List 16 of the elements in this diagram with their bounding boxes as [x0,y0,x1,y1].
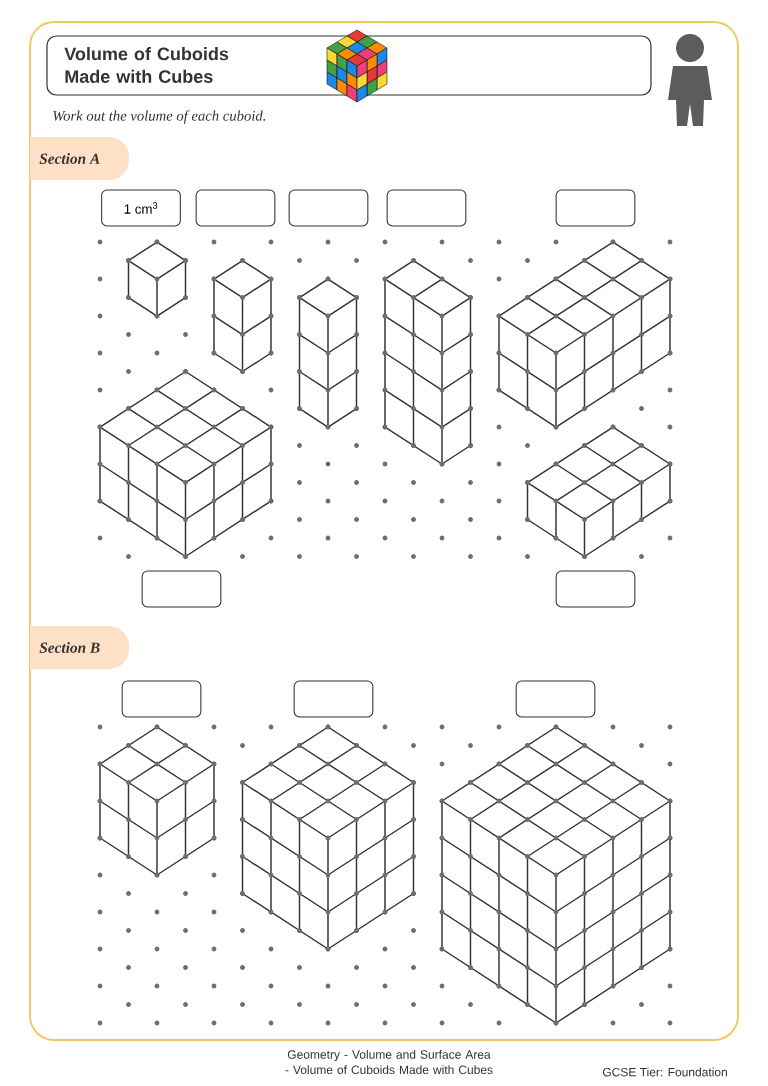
instruction-text: Work out the volume of each cuboid. [53,110,266,124]
answer-box [288,189,369,227]
answer-box [121,680,202,718]
answer-box [141,570,222,608]
answer-box [195,189,276,227]
footer-text: GCSE Tier: Foundation [602,1067,727,1077]
answer-box [386,189,467,227]
section-tab: Section B [30,626,129,669]
answer-box: 1 cm$^{3}$ [101,189,181,227]
footer-text: Geometry - Volume and Surface Area - Volume of Cuboids Made with Cubes [285,1049,493,1075]
answer-box [293,680,374,718]
answer-box [515,680,596,718]
title-banner: Volume of Cuboids Made with Cubes [46,35,652,96]
answer-box [555,189,636,227]
section-tab: Section A [30,137,129,180]
answer-box [555,570,636,608]
